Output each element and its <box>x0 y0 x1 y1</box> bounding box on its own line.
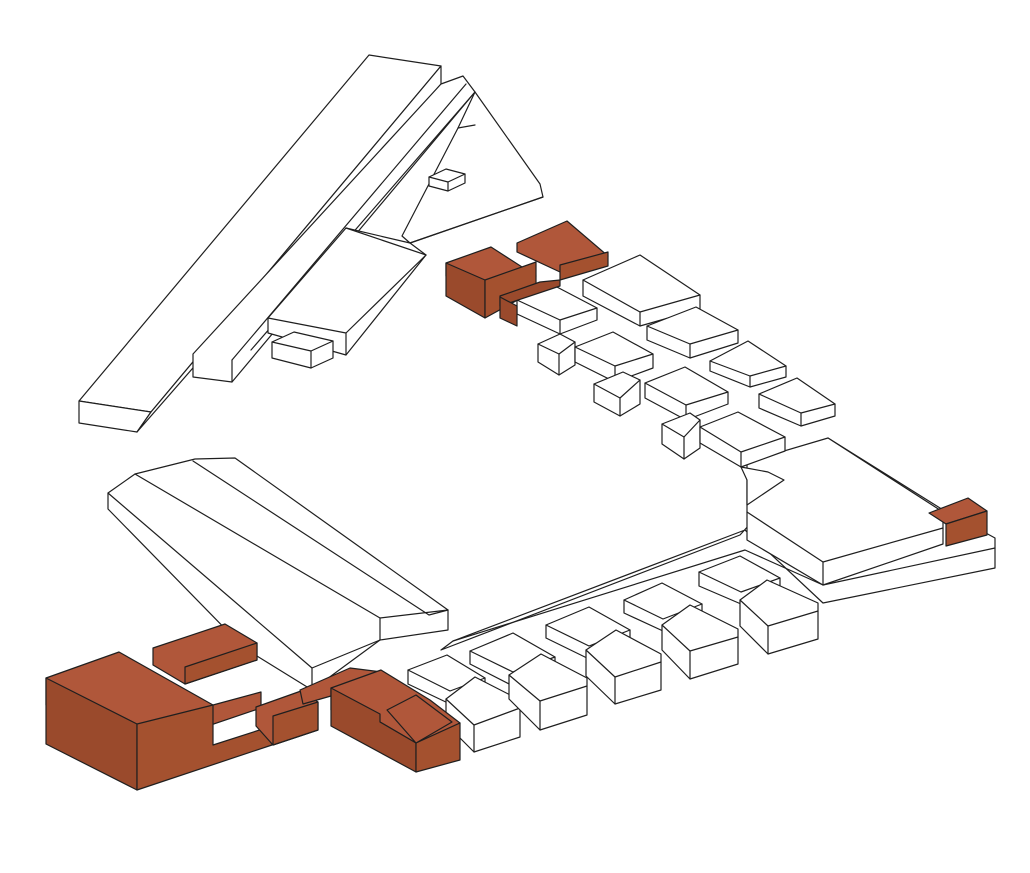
highlighted-south-west-building[interactable] <box>45 623 383 791</box>
gabled-house-3 <box>585 629 662 705</box>
box-c <box>537 333 576 376</box>
highlighted-north-cluster[interactable] <box>445 220 609 327</box>
box-e <box>646 306 739 359</box>
courtyard-boxes <box>516 254 836 506</box>
box-d <box>574 331 654 383</box>
box-i <box>661 412 701 460</box>
gabled-house-2 <box>508 653 588 731</box>
gabled-house-5 <box>739 579 819 655</box>
box-g <box>644 366 729 421</box>
highlighted-south-gabled-building[interactable] <box>330 669 461 773</box>
west-long-hall <box>107 457 449 691</box>
south-row-houses <box>407 555 819 753</box>
box-f <box>593 371 641 417</box>
north-courtyard-block <box>267 91 544 356</box>
rooftop-unit <box>428 168 466 192</box>
infill-wedge <box>740 466 785 506</box>
box-h <box>709 340 787 388</box>
north-annex-box <box>271 331 334 369</box>
large-flat-block <box>746 437 944 586</box>
highlighted-east-corner[interactable] <box>928 497 988 547</box>
box-j <box>699 411 786 468</box>
gabled-house-4 <box>661 604 739 680</box>
box-k <box>758 377 836 427</box>
